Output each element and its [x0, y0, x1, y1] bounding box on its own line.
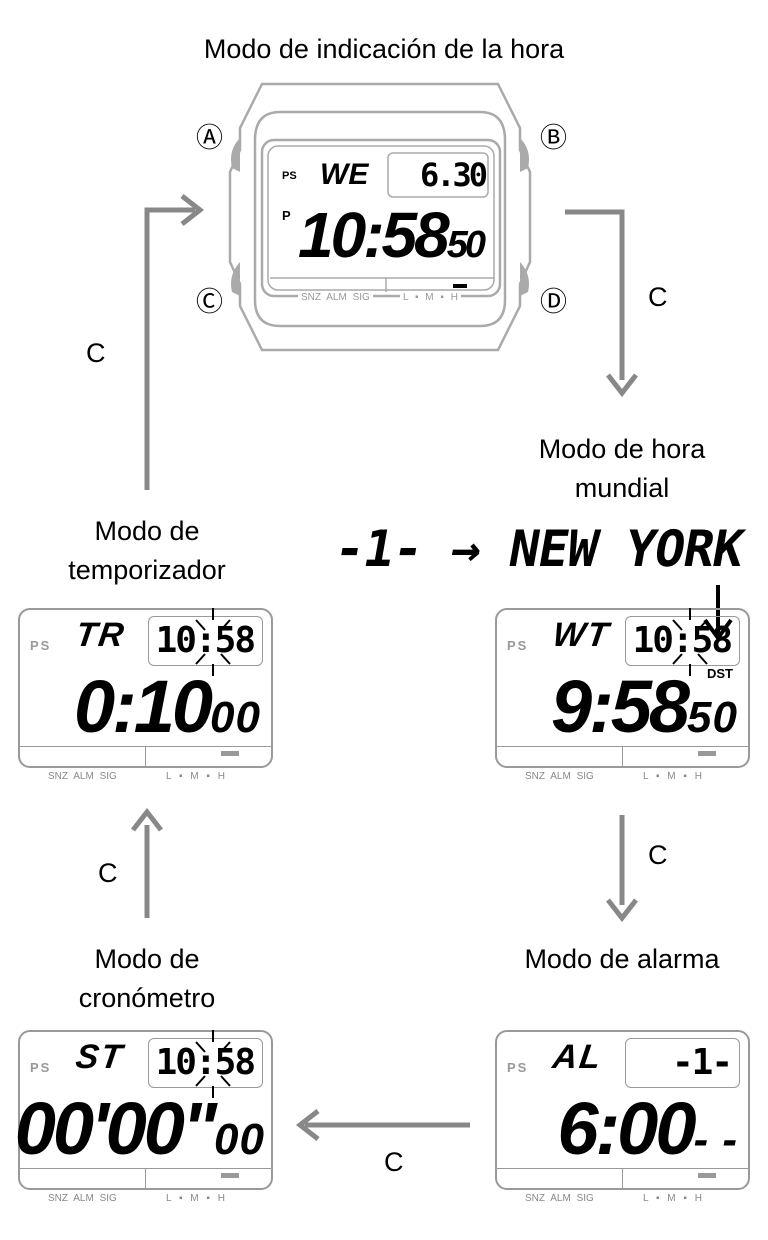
- mode-code: WE: [320, 158, 369, 191]
- sub-display: 10:58: [155, 1042, 256, 1083]
- pm-indicator: P: [282, 208, 291, 223]
- city-sequence: -1- → NEW YORK: [329, 520, 748, 578]
- button-a-pusher: [231, 138, 240, 172]
- ps-indicator: PS: [30, 638, 52, 653]
- function-labels-left: SNZ ALM SIG: [48, 1193, 117, 1204]
- main-display: 00'00"00: [14, 1087, 265, 1170]
- arrow-timer-to-timekeeping: [144, 207, 195, 490]
- mode-code: WT: [550, 616, 613, 654]
- main-display: 6:00- -: [557, 1087, 738, 1170]
- button-c-label: Ⓒ: [196, 287, 223, 317]
- arrow-label-c: C: [384, 1147, 404, 1177]
- function-labels-left: SNZ ALM SIG: [525, 771, 594, 782]
- function-labels-right: L ▪ M ▪ H: [166, 1193, 225, 1204]
- arrow-timekeeping-to-world: [565, 209, 625, 380]
- main-display: 9:5850: [550, 665, 738, 748]
- date-display: 6.30: [420, 156, 488, 194]
- arrow-label-c: C: [648, 282, 668, 312]
- dst-arrow-icon: [703, 585, 733, 642]
- blink-indicator-icon: [672, 608, 708, 676]
- sub-display: 10:58: [155, 620, 256, 661]
- title-alarm: Modo de alarma: [524, 944, 720, 974]
- sub-display: 10:58: [632, 620, 733, 661]
- timer-lcd: PS TR 10:58 0:1000 SNZ ALM SIG L ▪ M ▪ H: [18, 608, 273, 788]
- alarm-lcd: PS AL -1- 6:00- - SNZ ALM SIG L ▪ M ▪ H: [495, 1030, 750, 1210]
- function-labels-right: L ▪ M ▪ H: [643, 771, 702, 782]
- sub-display: -1-: [671, 1042, 733, 1083]
- ps-indicator: PS: [282, 170, 297, 182]
- button-b-pusher: [520, 138, 529, 172]
- function-labels-right: L ▪ M ▪ H: [643, 1193, 702, 1204]
- button-d-pusher: [520, 262, 529, 296]
- mode-code: AL: [550, 1038, 606, 1076]
- ps-indicator: PS: [507, 1060, 529, 1075]
- button-c-pusher: [231, 262, 240, 296]
- watch-bezel: [253, 110, 507, 328]
- main-display: 0:1000: [73, 665, 261, 748]
- ps-indicator: PS: [507, 638, 529, 653]
- button-d-label: Ⓓ: [540, 287, 567, 317]
- function-labels-left: SNZ ALM SIG: [525, 1193, 594, 1204]
- ps-indicator: PS: [30, 1060, 52, 1075]
- arrow-label-c: C: [98, 858, 118, 888]
- world-time-lcd: PS WT 10:58 DST 9:5850 SNZ ALM SIG L ▪ M…: [495, 608, 750, 788]
- blink-indicator-icon: [195, 1030, 231, 1098]
- title-timekeeping: Modo de indicación de la hora: [203, 34, 565, 64]
- button-a-label: Ⓐ: [196, 123, 223, 153]
- mode-code: ST: [73, 1038, 127, 1076]
- dst-indicator: DST: [707, 666, 733, 681]
- mode-code: TR: [73, 616, 129, 654]
- function-labels-right: L ▪ M ▪ H: [400, 292, 461, 303]
- button-b-label: Ⓑ: [540, 123, 567, 153]
- function-labels-right: L ▪ M ▪ H: [166, 771, 225, 782]
- function-labels-left: SNZ ALM SIG: [48, 771, 117, 782]
- blink-indicator-icon: [195, 608, 231, 676]
- arrow-label-c: C: [86, 338, 106, 368]
- arrow-label-c: C: [648, 840, 668, 870]
- function-labels-left: SNZ ALM SIG: [298, 292, 373, 303]
- stopwatch-lcd: PS ST 10:58 00'00"00 SNZ ALM SIG L ▪ M ▪…: [14, 1030, 273, 1210]
- time-display: 10:5850: [298, 199, 486, 271]
